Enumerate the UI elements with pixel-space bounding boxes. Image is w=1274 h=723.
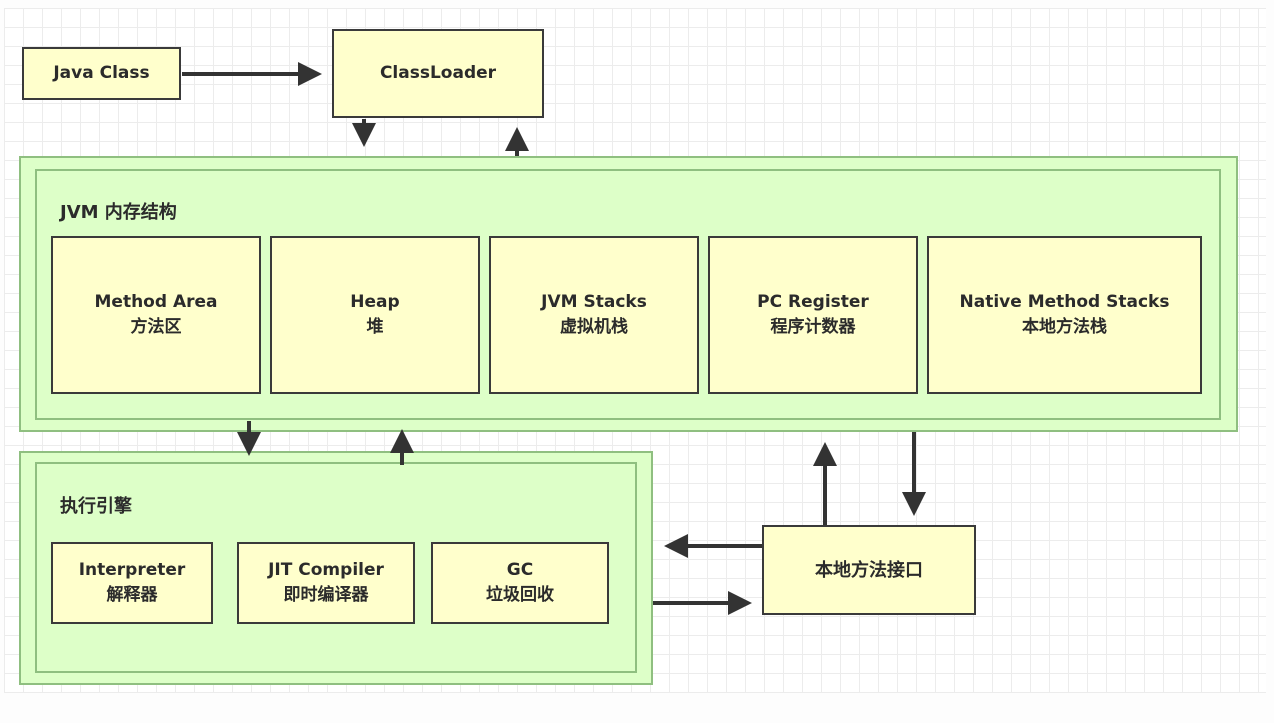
heap-en: Heap <box>350 292 400 312</box>
heap-zh: 堆 <box>366 317 384 337</box>
heap-box[interactable]: Heap 堆 <box>270 236 480 394</box>
java-class-box[interactable]: Java Class <box>22 47 181 100</box>
gc-zh: 垃圾回收 <box>486 585 554 605</box>
method-area-en: Method Area <box>94 292 218 312</box>
class-loader-label: ClassLoader <box>379 63 497 83</box>
jit-compiler-en: JIT Compiler <box>268 560 384 580</box>
native-method-stacks-box[interactable]: Native Method Stacks 本地方法栈 <box>927 236 1202 394</box>
method-area-box[interactable]: Method Area 方法区 <box>51 236 261 394</box>
jvm-memory-title: JVM 内存结构 <box>60 202 177 223</box>
native-method-stacks-en: Native Method Stacks <box>959 292 1170 312</box>
native-interface-label: 本地方法接口 <box>815 559 923 581</box>
native-method-stacks-zh: 本地方法栈 <box>1022 317 1107 337</box>
native-interface-box[interactable]: 本地方法接口 <box>762 525 976 615</box>
gc-en: GC <box>506 560 534 580</box>
interpreter-box[interactable]: Interpreter 解释器 <box>51 542 213 624</box>
jvm-stacks-en: JVM Stacks <box>541 292 647 312</box>
pc-register-box[interactable]: PC Register 程序计数器 <box>708 236 918 394</box>
pc-register-en: PC Register <box>757 292 869 312</box>
gc-box[interactable]: GC 垃圾回收 <box>431 542 609 624</box>
class-loader-box[interactable]: ClassLoader <box>332 29 544 118</box>
pc-register-zh: 程序计数器 <box>770 317 856 337</box>
jvm-stacks-zh: 虚拟机栈 <box>560 317 628 337</box>
interpreter-en: Interpreter <box>78 560 186 580</box>
jit-compiler-box[interactable]: JIT Compiler 即时编译器 <box>237 542 415 624</box>
method-area-zh: 方法区 <box>130 317 182 337</box>
interpreter-zh: 解释器 <box>106 585 158 605</box>
jvm-stacks-box[interactable]: JVM Stacks 虚拟机栈 <box>489 236 699 394</box>
jit-compiler-zh: 即时编译器 <box>283 585 369 605</box>
java-class-label: Java Class <box>53 63 150 83</box>
execution-engine-title: 执行引擎 <box>60 496 132 517</box>
